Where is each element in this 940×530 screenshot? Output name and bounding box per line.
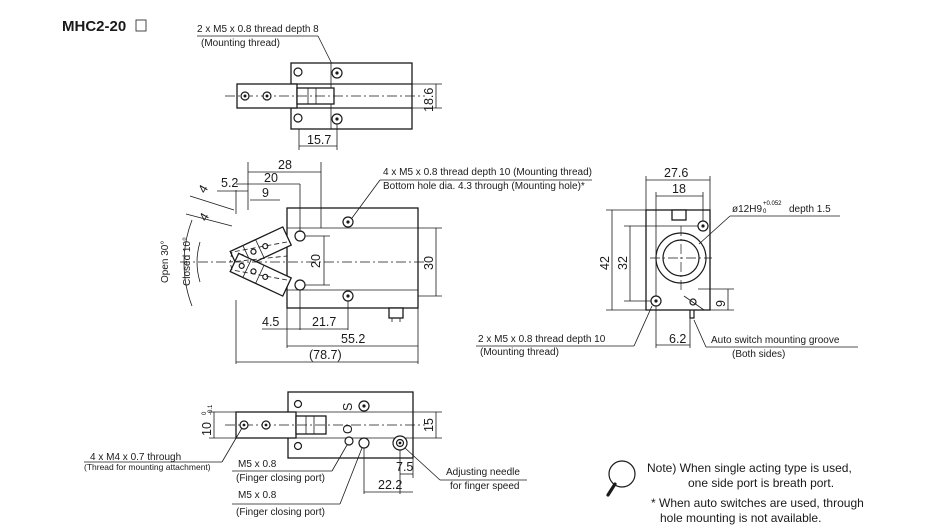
side-bore-depth: depth 1.5 bbox=[789, 204, 831, 215]
side-dim-27-6: 27.6 bbox=[664, 166, 688, 180]
bottom-view: S O 10 0 -0.1 15 7.5 22.2 4 x M4 x 0.7 t… bbox=[84, 391, 527, 518]
side-view: 27.6 18 ø12H9 +0.052 0 depth 1.5 42 32 9… bbox=[476, 166, 858, 360]
top-view: 2 x M5 x 0.8 thread depth 8 (Mounting th… bbox=[197, 24, 442, 150]
note2-line1: * When auto switches are used, through bbox=[651, 496, 864, 510]
front-dim-55-2: 55.2 bbox=[341, 332, 365, 346]
side-callout-line2: (Mounting thread) bbox=[480, 347, 559, 358]
bottom-port1-line1: M5 x 0.8 bbox=[238, 459, 277, 470]
front-dim-4-5: 4.5 bbox=[262, 315, 279, 329]
top-callout-line1: 2 x M5 x 0.8 thread depth 8 bbox=[197, 24, 319, 35]
front-callout-line1: 4 x M5 x 0.8 thread depth 10 (Mounting t… bbox=[383, 167, 592, 178]
front-view: Open 30° Closed 10° 28 20 5.2 9 4 4 20 3… bbox=[160, 158, 592, 364]
bottom-needle-line2: for finger speed bbox=[450, 481, 520, 492]
side-dim-42: 42 bbox=[598, 256, 612, 270]
side-dim-9: 9 bbox=[714, 300, 728, 307]
bottom-dim-10: 10 bbox=[200, 422, 214, 436]
bottom-port2-line1: M5 x 0.8 bbox=[238, 490, 277, 501]
front-dim-30: 30 bbox=[422, 256, 436, 270]
bottom-dim-22-2: 22.2 bbox=[378, 478, 402, 492]
model-suffix-box bbox=[135, 19, 147, 32]
top-dim-width: 15.7 bbox=[307, 133, 331, 147]
front-dim-78-7: (78.7) bbox=[309, 348, 342, 362]
bottom-port1-line2: (Finger closing port) bbox=[236, 473, 325, 484]
side-bore-tol: +0.052 bbox=[763, 201, 782, 207]
front-open-angle: Open 30° bbox=[160, 241, 171, 283]
side-dim-6-2: 6.2 bbox=[669, 332, 686, 346]
top-dim-height: 18.6 bbox=[422, 88, 436, 112]
side-groove-line2: (Both sides) bbox=[732, 349, 785, 360]
front-callout-line2: Bottom hole dia. 4.3 through (Mounting h… bbox=[383, 181, 585, 192]
front-dim-20v: 20 bbox=[309, 254, 323, 268]
bottom-dim-15: 15 bbox=[422, 418, 436, 432]
bottom-dim-7-5: 7.5 bbox=[396, 460, 413, 474]
bottom-port-s: S bbox=[341, 403, 355, 411]
note2-line2: hole mounting is not available. bbox=[660, 511, 821, 525]
note1-line2: one side port is breath port. bbox=[688, 476, 834, 490]
model-title: MHC2-20 bbox=[62, 18, 126, 35]
front-dim-4a: 4 bbox=[195, 182, 211, 195]
bottom-needle-line1: Adjusting needle bbox=[446, 467, 520, 478]
side-dim-18: 18 bbox=[672, 182, 686, 196]
side-bore-tol-low: 0 bbox=[763, 209, 767, 215]
notes: Note) When single acting type is used, o… bbox=[606, 460, 864, 525]
note1-line1: Note) When single acting type is used, bbox=[647, 461, 852, 475]
bottom-dim-10-tol-top: 0 bbox=[202, 411, 208, 415]
side-groove-line1: Auto switch mounting groove bbox=[711, 335, 840, 346]
front-dim-9: 9 bbox=[262, 186, 269, 200]
side-bore: ø12H9 bbox=[732, 204, 762, 215]
front-dim-20: 20 bbox=[264, 171, 278, 185]
front-dim-21-7: 21.7 bbox=[312, 315, 336, 329]
magnifier-icon bbox=[606, 460, 636, 497]
front-closed-angle: Closed 10° bbox=[182, 237, 193, 286]
front-dim-5-2: 5.2 bbox=[221, 176, 238, 190]
front-dim-28: 28 bbox=[278, 158, 292, 172]
bottom-thru-line2: (Thread for mounting attachment) bbox=[84, 462, 211, 472]
bottom-thru-line1: 4 x M4 x 0.7 through bbox=[90, 452, 181, 463]
bottom-dim-10-tol-bot: -0.1 bbox=[208, 404, 214, 415]
side-dim-32: 32 bbox=[616, 256, 630, 270]
bottom-port2-line2: (Finger closing port) bbox=[236, 507, 325, 518]
top-callout-line2: (Mounting thread) bbox=[201, 38, 280, 49]
bottom-port-o: O bbox=[341, 424, 355, 434]
side-callout-line1: 2 x M5 x 0.8 thread depth 10 bbox=[478, 334, 606, 345]
